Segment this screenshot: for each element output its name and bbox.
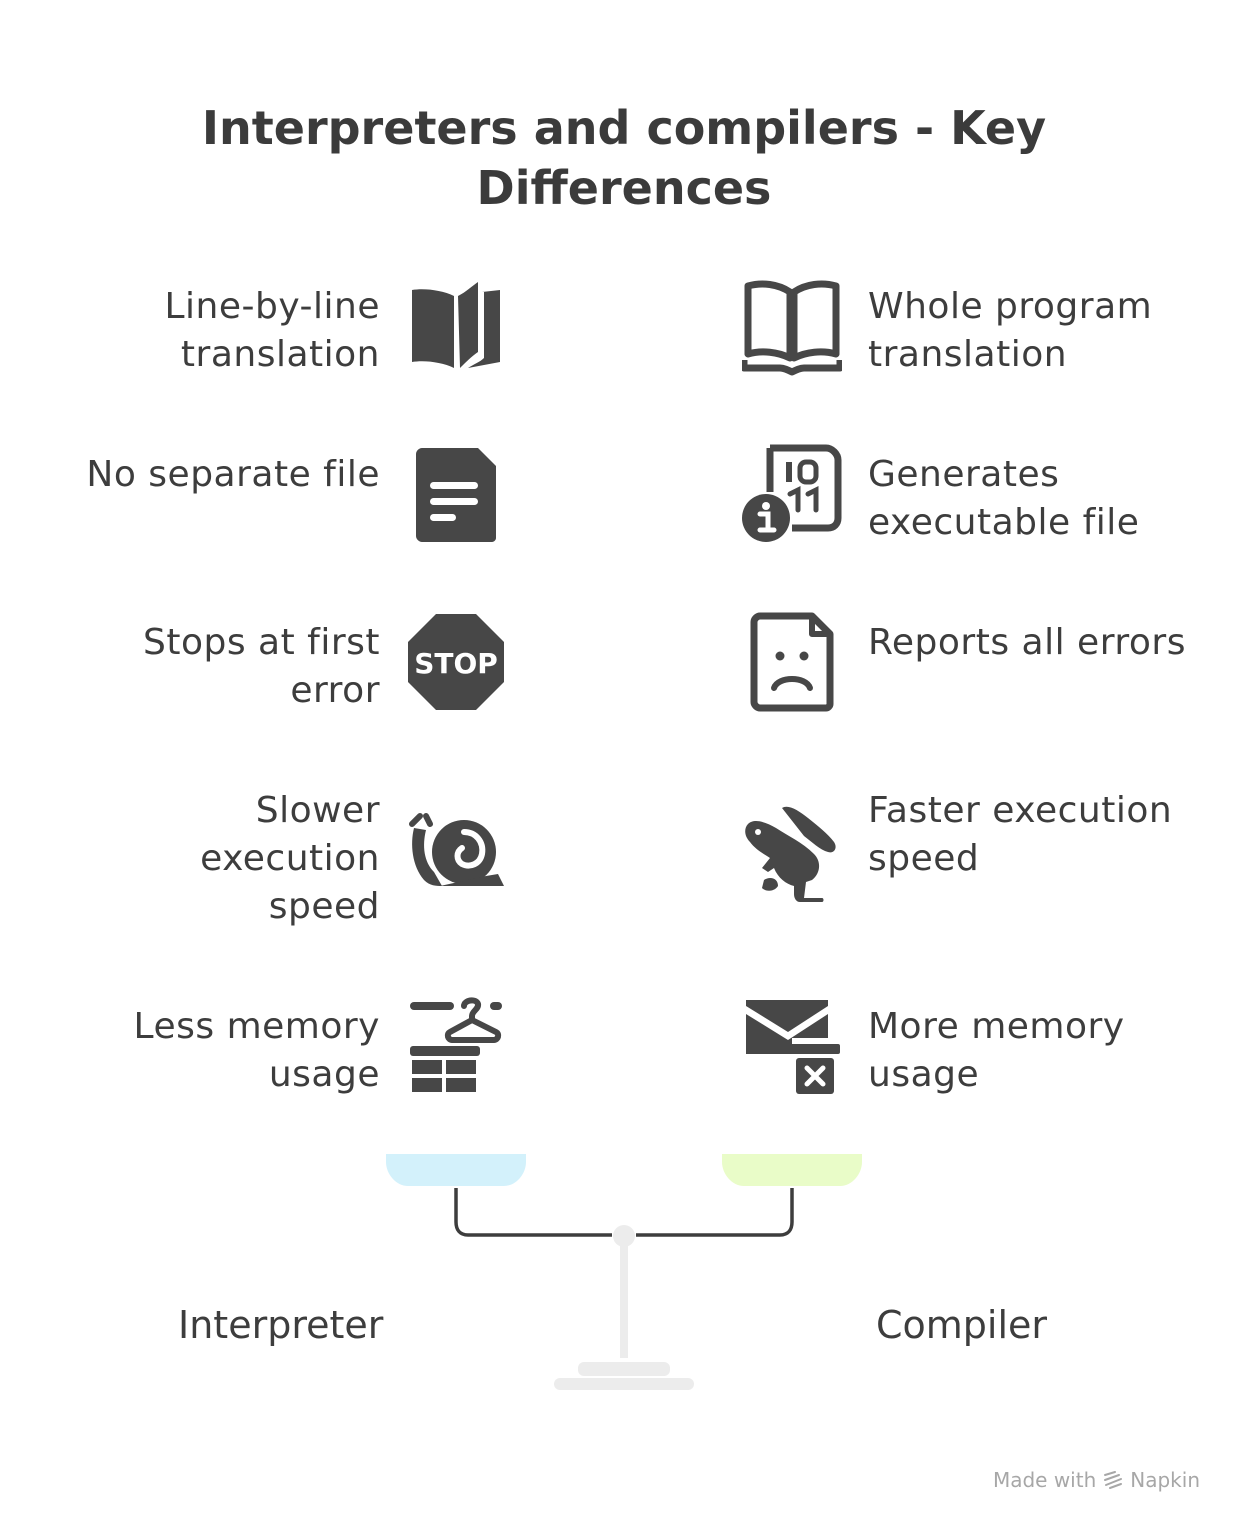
compiler-pan: [722, 1154, 862, 1186]
compiler-item-3-label: Reports all errors: [868, 622, 1186, 663]
compiler-item-4-label: Faster execution speed: [868, 790, 1173, 879]
compiler-item-1-label: Whole program translation: [868, 286, 1153, 375]
interpreter-item-3-label: Stops at first error: [142, 622, 380, 711]
compiler-item-5-label: More memory usage: [868, 1006, 1125, 1095]
snail-icon: [406, 810, 506, 910]
page-title: Interpreters and compilers - Key Differe…: [201, 101, 1047, 215]
mail-delete-icon: [742, 996, 842, 1096]
interpreter-label: Interpreter: [178, 1303, 384, 1347]
scale-pole: [620, 1246, 628, 1358]
book-outline-icon: [742, 278, 842, 378]
interpreter-item-1-label: Line-by-line translation: [164, 286, 380, 375]
scale-pivot: [613, 1225, 635, 1247]
interpreter-item-2-label: No separate file: [86, 454, 380, 495]
rabbit-icon: [742, 802, 842, 902]
made-with-text: Made with: [992, 1468, 1097, 1492]
balance-scale: [380, 1148, 880, 1398]
napkin-logo-icon: [1104, 1471, 1123, 1489]
napkin-brand-text[interactable]: Napkin: [1130, 1468, 1200, 1492]
binary-file-info-icon: [742, 444, 842, 544]
footer-attribution: Made with Napkin: [993, 1468, 1200, 1492]
interpreter-item-4-label: Slower execution speed: [200, 790, 380, 927]
sad-file-icon: [742, 612, 842, 712]
compiler-label: Compiler: [876, 1303, 1048, 1347]
scale-base-top: [578, 1362, 670, 1376]
interpreter-item-5-label: Less memory usage: [133, 1006, 380, 1095]
hanger-boxes-icon: [406, 996, 506, 1096]
open-book-icon: [406, 278, 506, 378]
compiler-item-2-label: Generates executable file: [868, 454, 1140, 543]
scale-base-bottom: [554, 1378, 694, 1390]
scale-beam: [454, 1188, 794, 1237]
stop-sign-text: STOP: [414, 647, 498, 680]
document-icon: [406, 444, 506, 544]
interpreter-pan: [386, 1154, 526, 1186]
stop-sign-icon: STOP: [406, 612, 506, 712]
